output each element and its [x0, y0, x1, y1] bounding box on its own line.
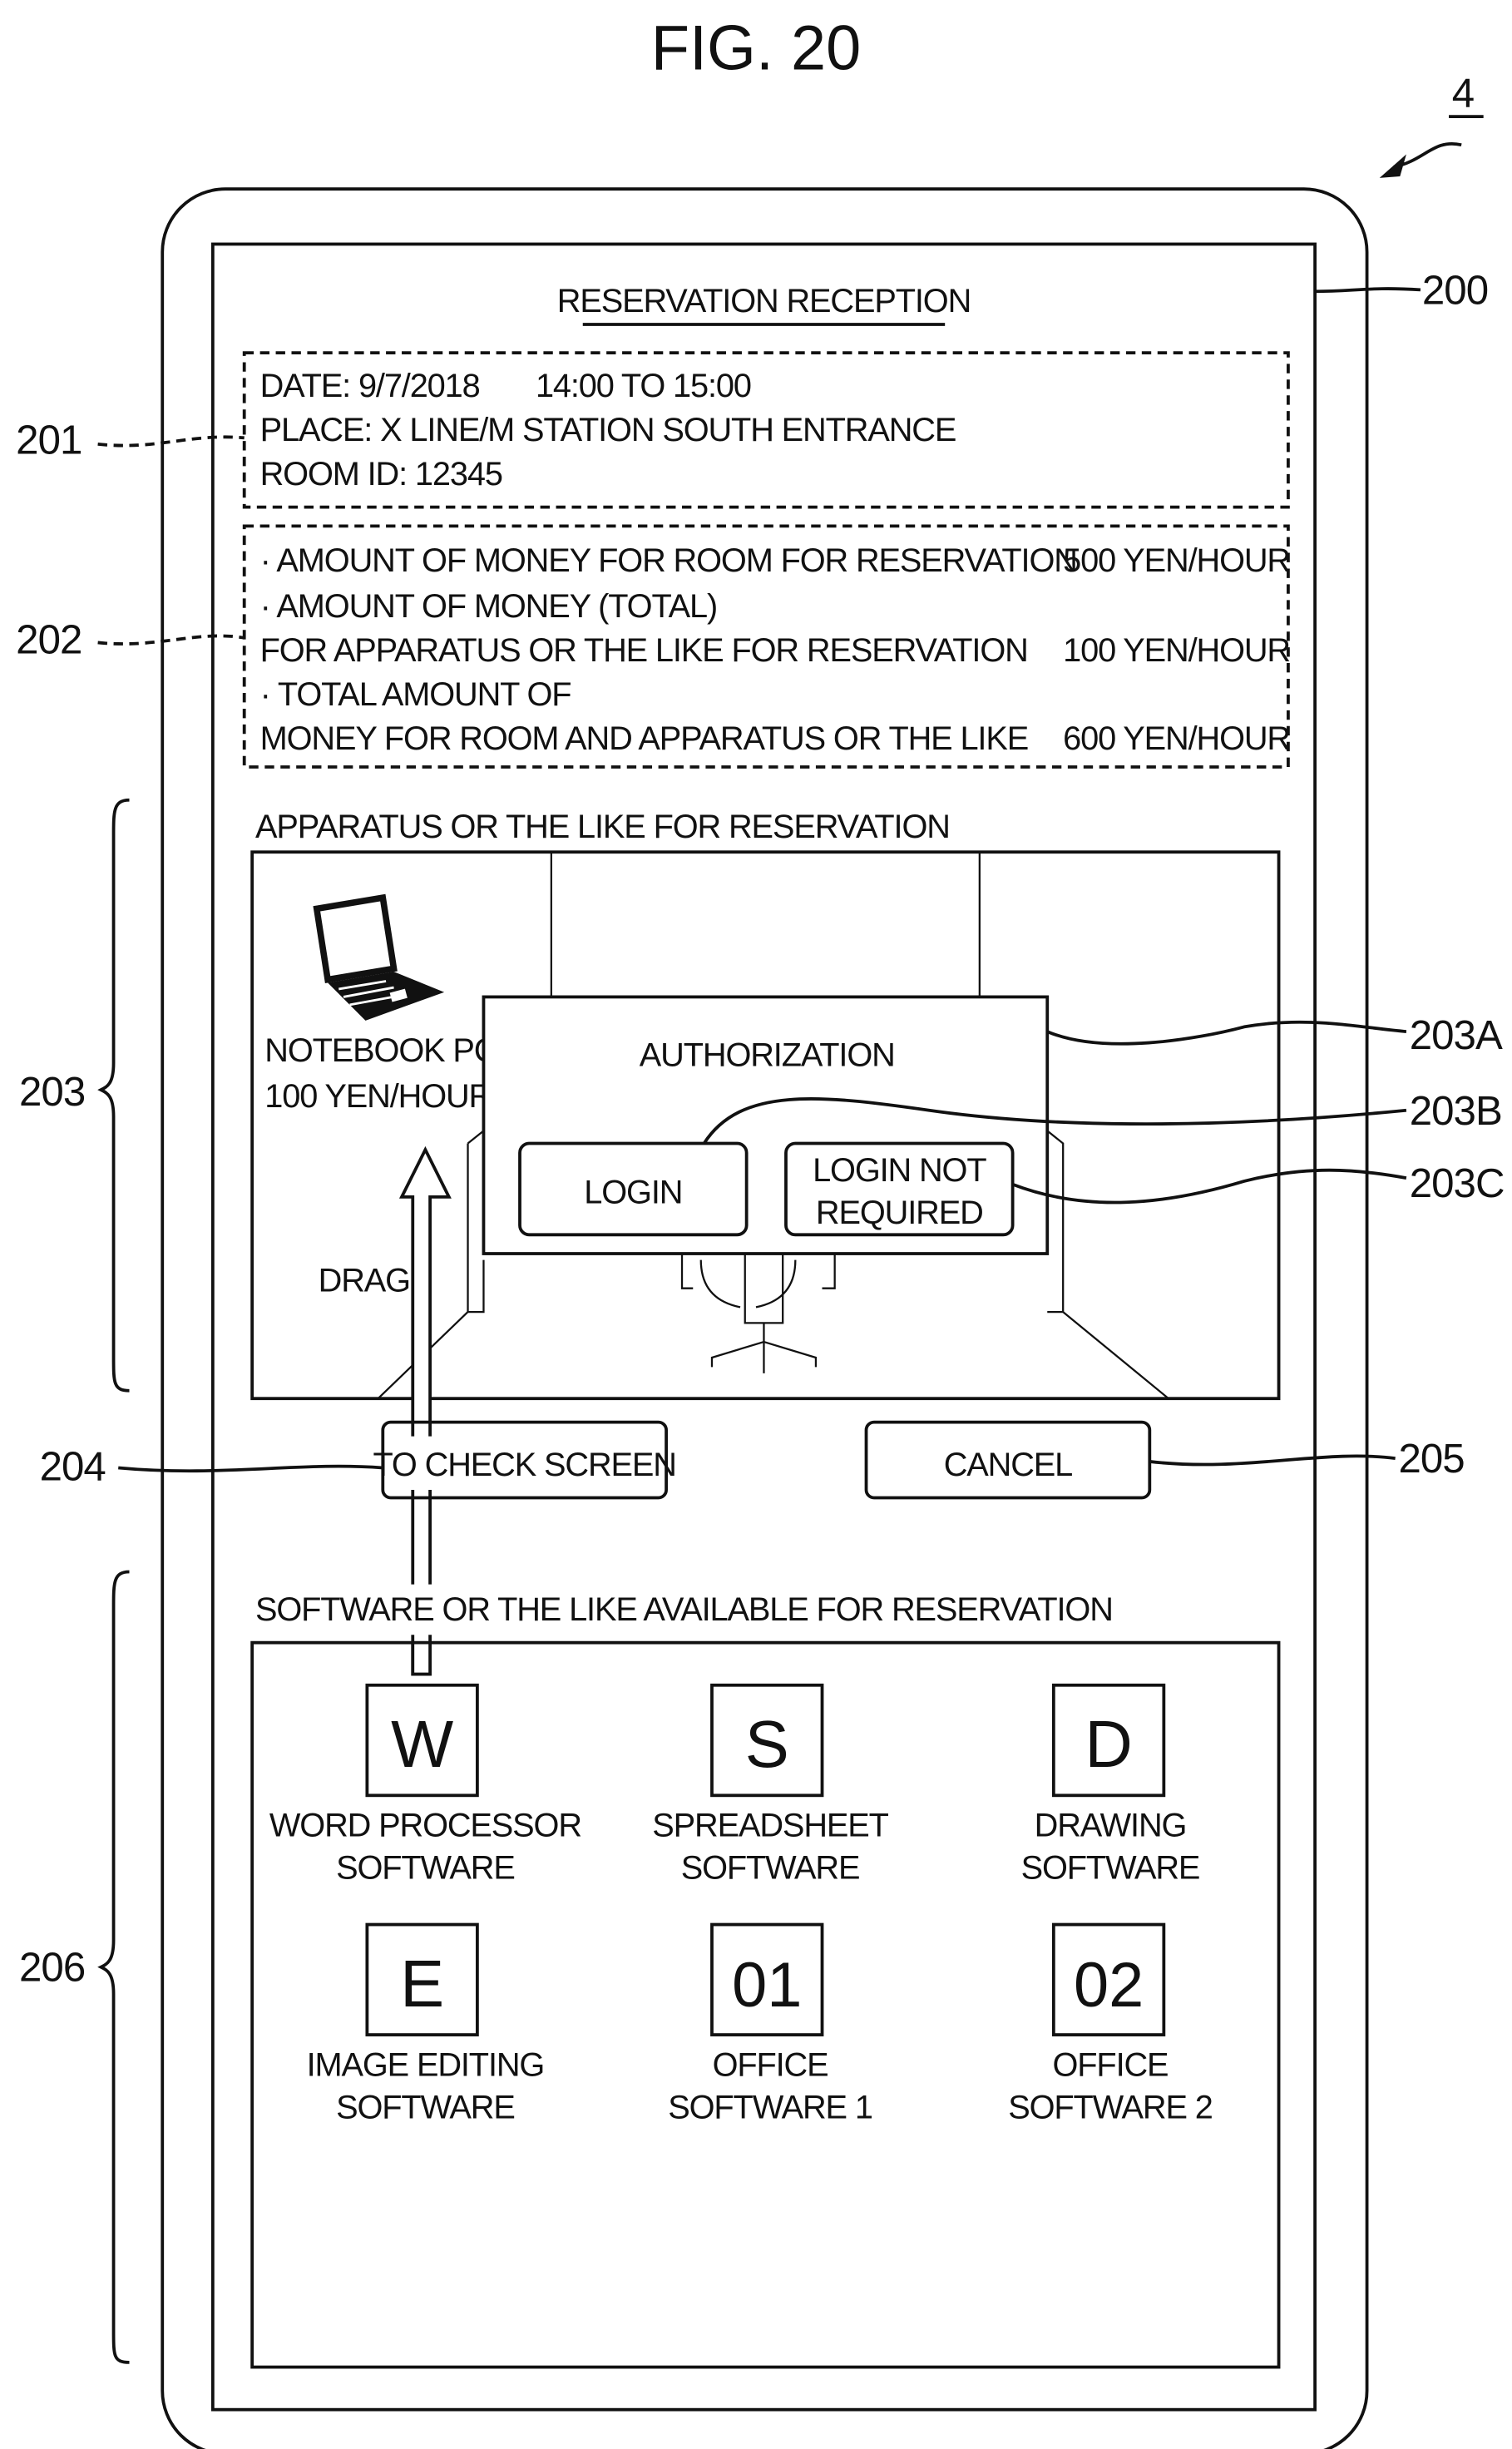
ref-label-device: 4: [1452, 71, 1474, 116]
reservation-place: PLACE: X LINE/M STATION SOUTH ENTRANCE: [260, 412, 956, 448]
total-price-label-1: · TOTAL AMOUNT OF: [260, 676, 571, 713]
software-label: IMAGE EDITING: [307, 2046, 545, 2083]
ref-leader-dialog: [1047, 1022, 1406, 1044]
room-price-label: · AMOUNT OF MONEY FOR ROOM FOR RESERVATI…: [260, 542, 1077, 579]
to-check-screen-label: TO CHECK SCREEN: [373, 1447, 676, 1483]
reservation-time: 14:00 TO 15:00: [536, 368, 751, 404]
icon-glyph: 01: [732, 1950, 802, 2021]
apparatus-price: 100 YEN/HOUR: [1063, 632, 1290, 669]
software-label: SOFTWARE 1: [668, 2089, 872, 2125]
icon-glyph: 02: [1074, 1950, 1144, 2021]
icon-glyph: E: [400, 1947, 444, 2021]
notebook-pc-name[interactable]: NOTEBOOK PC: [264, 1032, 497, 1069]
room-price: 500 YEN/HOUR: [1063, 542, 1290, 579]
apparatus-price-label-1: · AMOUNT OF MONEY (TOTAL): [260, 588, 718, 625]
reservation-date: DATE: 9/7/2018: [260, 368, 480, 404]
ref-label-apparatus: 203: [19, 1069, 85, 1115]
ref-label-no-login: 203C: [1410, 1160, 1505, 1206]
ref-label-info: 201: [16, 417, 82, 463]
software-item-office-2[interactable]: 02 OFFICE SOFTWARE 2: [1008, 1925, 1213, 2126]
login-not-required-label-2: REQUIRED: [816, 1195, 983, 1231]
ref-leader-no-login: [1013, 1170, 1406, 1203]
software-label: OFFICE: [1053, 2046, 1169, 2083]
drag-label: DRAG: [319, 1262, 410, 1299]
ref-leader-check: [118, 1467, 383, 1472]
software-item-image-editing[interactable]: E IMAGE EDITING SOFTWARE: [307, 1925, 545, 2126]
laptop-icon: [317, 898, 444, 1021]
ref-leader-device: [1394, 144, 1461, 167]
ref-label-screen: 200: [1422, 267, 1488, 313]
total-price-label-2: MONEY FOR ROOM AND APPARATUS OR THE LIKE: [260, 720, 1028, 757]
icon-glyph: S: [745, 1707, 789, 1781]
software-item-word[interactable]: W WORD PROCESSOR SOFTWARE: [269, 1685, 581, 1887]
notebook-pc-price: 100 YEN/HOUR: [264, 1078, 492, 1115]
figure-title: FIG. 20: [651, 12, 861, 83]
software-label: SOFTWARE: [681, 1850, 860, 1887]
software-label: SOFTWARE: [336, 2089, 515, 2125]
brace-apparatus: [101, 800, 129, 1391]
ref-label-software: 206: [19, 1945, 85, 1991]
software-label: SOFTWARE: [336, 1850, 515, 1887]
authorization-title: AUTHORIZATION: [640, 1037, 895, 1074]
ref-label-cancel: 205: [1398, 1436, 1464, 1482]
ref-label-dialog: 203A: [1410, 1012, 1503, 1058]
apparatus-price-label-2: FOR APPARATUS OR THE LIKE FOR RESERVATIO…: [260, 632, 1028, 669]
ref-label-check: 204: [40, 1444, 106, 1490]
software-label: DRAWING: [1035, 1808, 1187, 1844]
apparatus-heading: APPARATUS OR THE LIKE FOR RESERVATION: [255, 809, 950, 845]
software-item-spreadsheet[interactable]: S SPREADSHEET SOFTWARE: [652, 1685, 888, 1887]
total-price: 600 YEN/HOUR: [1063, 720, 1290, 757]
ref-leader-cancel: [1149, 1456, 1395, 1464]
login-button-label: LOGIN: [584, 1174, 682, 1210]
cancel-button-label: CANCEL: [944, 1447, 1072, 1483]
software-item-drawing[interactable]: D DRAWING SOFTWARE: [1021, 1685, 1200, 1887]
arrowhead-icon: [1380, 155, 1406, 178]
software-heading: SOFTWARE OR THE LIKE AVAILABLE FOR RESER…: [255, 1591, 1113, 1628]
software-label: SPREADSHEET: [652, 1808, 888, 1844]
icon-glyph: D: [1085, 1707, 1132, 1781]
software-label: SOFTWARE: [1021, 1850, 1200, 1887]
ref-label-login: 203B: [1410, 1088, 1502, 1134]
login-not-required-label-1: LOGIN NOT: [813, 1152, 986, 1189]
software-label: OFFICE: [713, 2046, 828, 2083]
ref-leader-info: [98, 437, 245, 445]
ref-leader-price: [98, 636, 245, 644]
software-label: WORD PROCESSOR: [269, 1808, 581, 1844]
software-item-office-1[interactable]: 01 OFFICE SOFTWARE 1: [668, 1925, 872, 2126]
drag-arrow-tail-overlay: [413, 1645, 430, 1675]
ref-label-price: 202: [16, 617, 82, 663]
icon-glyph: W: [391, 1707, 453, 1781]
drag-arrow-fill: [413, 1490, 430, 1585]
brace-software: [101, 1571, 129, 2362]
reservation-room-id: ROOM ID: 12345: [260, 456, 502, 492]
screen-title: RESERVATION RECEPTION: [557, 283, 971, 319]
software-label: SOFTWARE 2: [1008, 2089, 1213, 2125]
